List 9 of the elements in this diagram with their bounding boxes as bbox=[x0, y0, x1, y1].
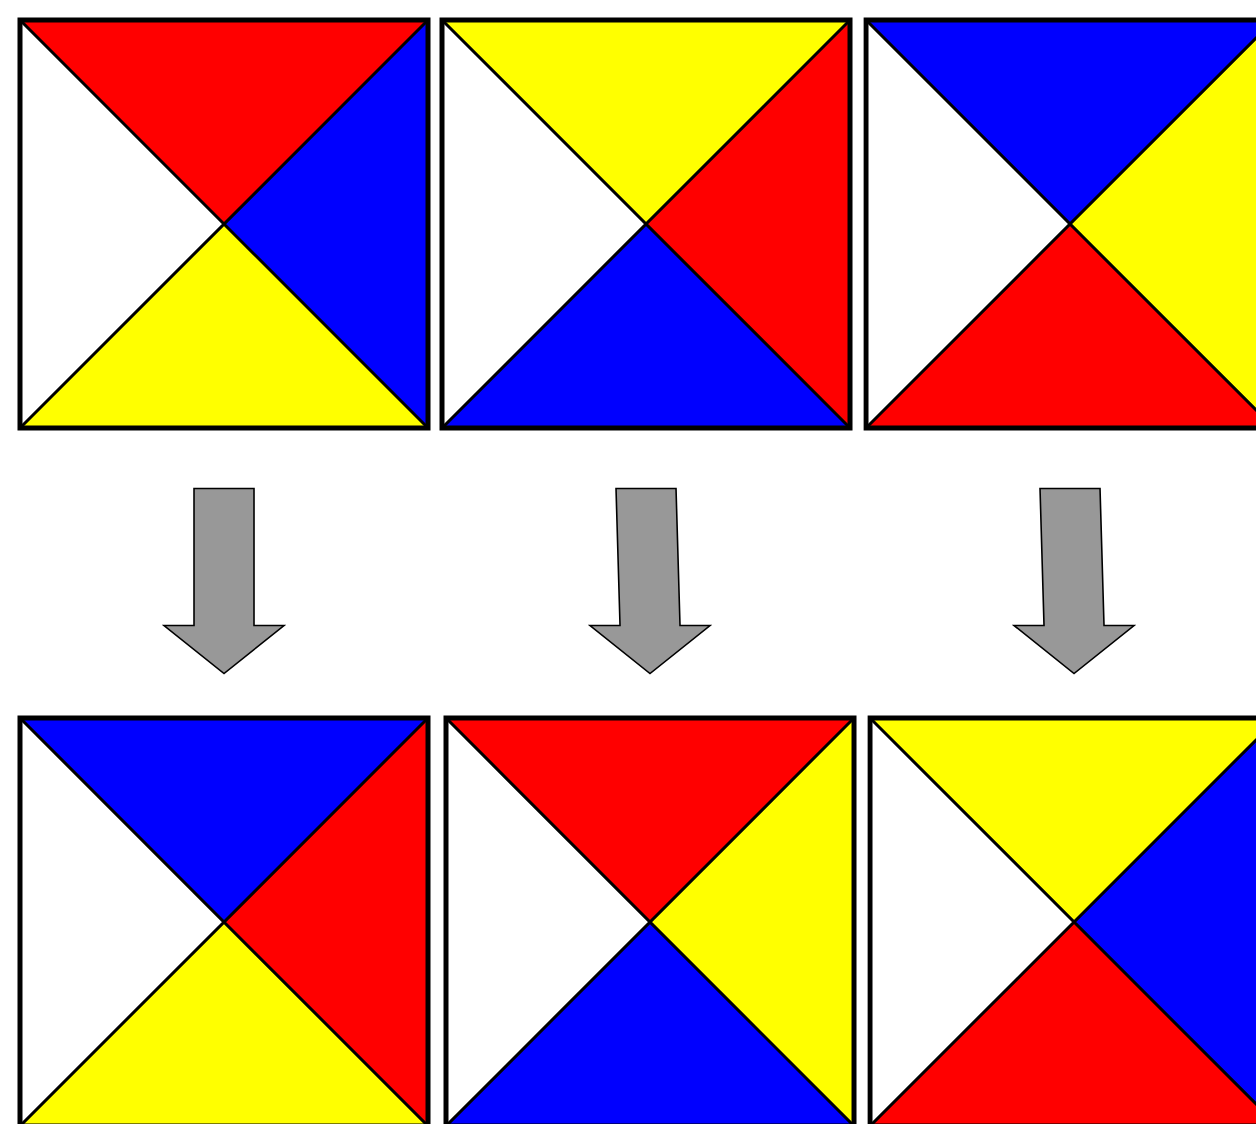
block-arrow bbox=[587, 487, 713, 675]
block-arrow bbox=[1011, 487, 1137, 675]
square-drawing bbox=[439, 17, 853, 431]
square-drawing bbox=[443, 715, 857, 1124]
square-drawing bbox=[863, 17, 1256, 431]
square-drawing bbox=[17, 715, 431, 1124]
block-arrow bbox=[161, 487, 287, 675]
square-drawing bbox=[17, 17, 431, 431]
square-drawing bbox=[867, 715, 1256, 1124]
